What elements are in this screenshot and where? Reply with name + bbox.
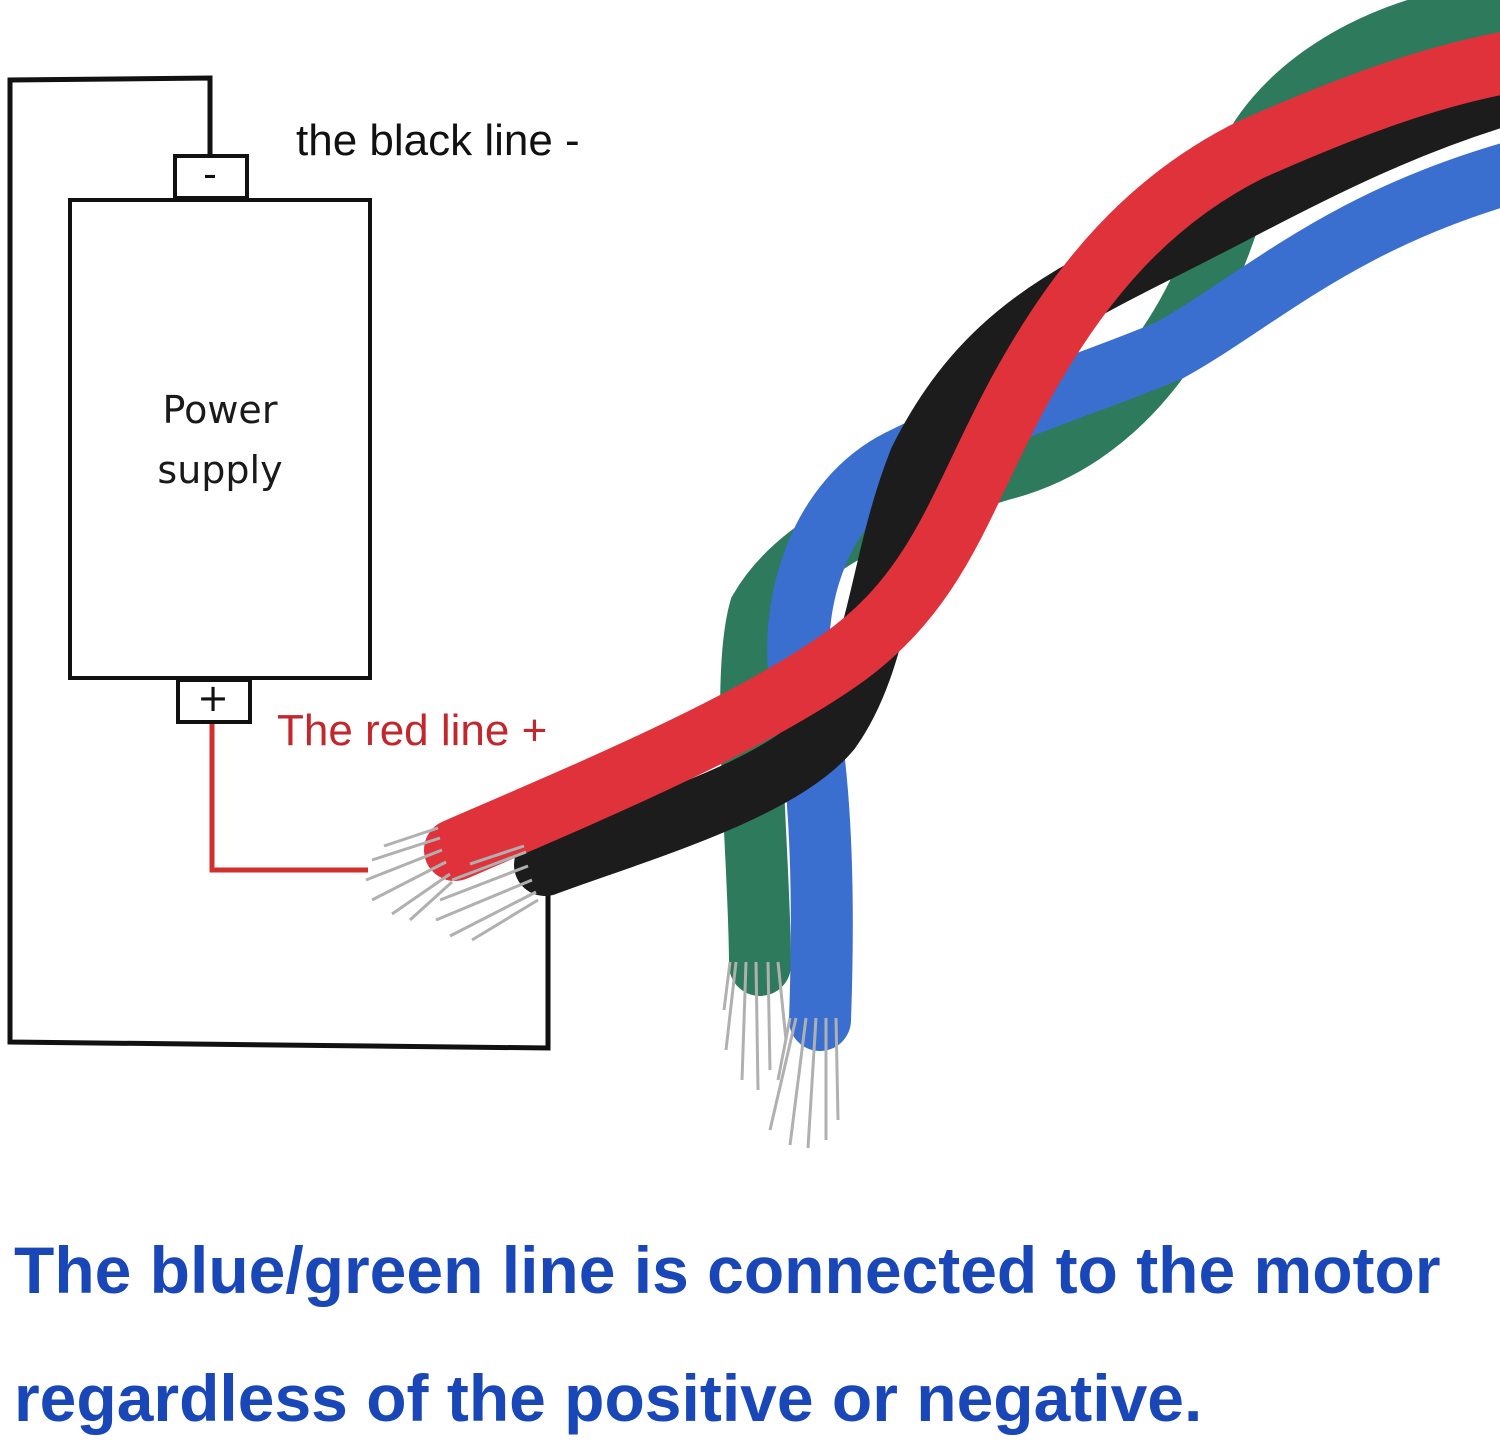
black-wire <box>514 63 1500 896</box>
red-circuit-line <box>209 722 368 873</box>
positive-terminal-sign: + <box>197 676 229 720</box>
positive-terminal <box>176 678 252 724</box>
caption-line-2: regardless of the positive or negative. <box>14 1361 1203 1435</box>
twisted-cable <box>424 0 1500 1051</box>
caption-line-1: The blue/green line is connected to the … <box>14 1233 1441 1307</box>
black-line-label: the black line - <box>296 116 580 165</box>
negative-terminal <box>173 154 249 200</box>
red-wire <box>424 32 1500 881</box>
negative-terminal-sign: - <box>203 152 217 196</box>
blue-wire-strands <box>768 1017 840 1149</box>
red-line-label: The red line + <box>277 706 548 755</box>
power-supply-label-line1: Power <box>162 388 278 432</box>
power-supply-label: Power supply <box>70 380 370 500</box>
black-circuit-line <box>7 75 551 1051</box>
power-supply-label-line2: supply <box>157 448 283 492</box>
red-wire-strands <box>365 826 454 922</box>
power-supply-box <box>68 198 372 680</box>
black-wire-strands <box>435 844 539 942</box>
green-wire-strands <box>722 961 788 1091</box>
copper-strands <box>365 826 840 1149</box>
